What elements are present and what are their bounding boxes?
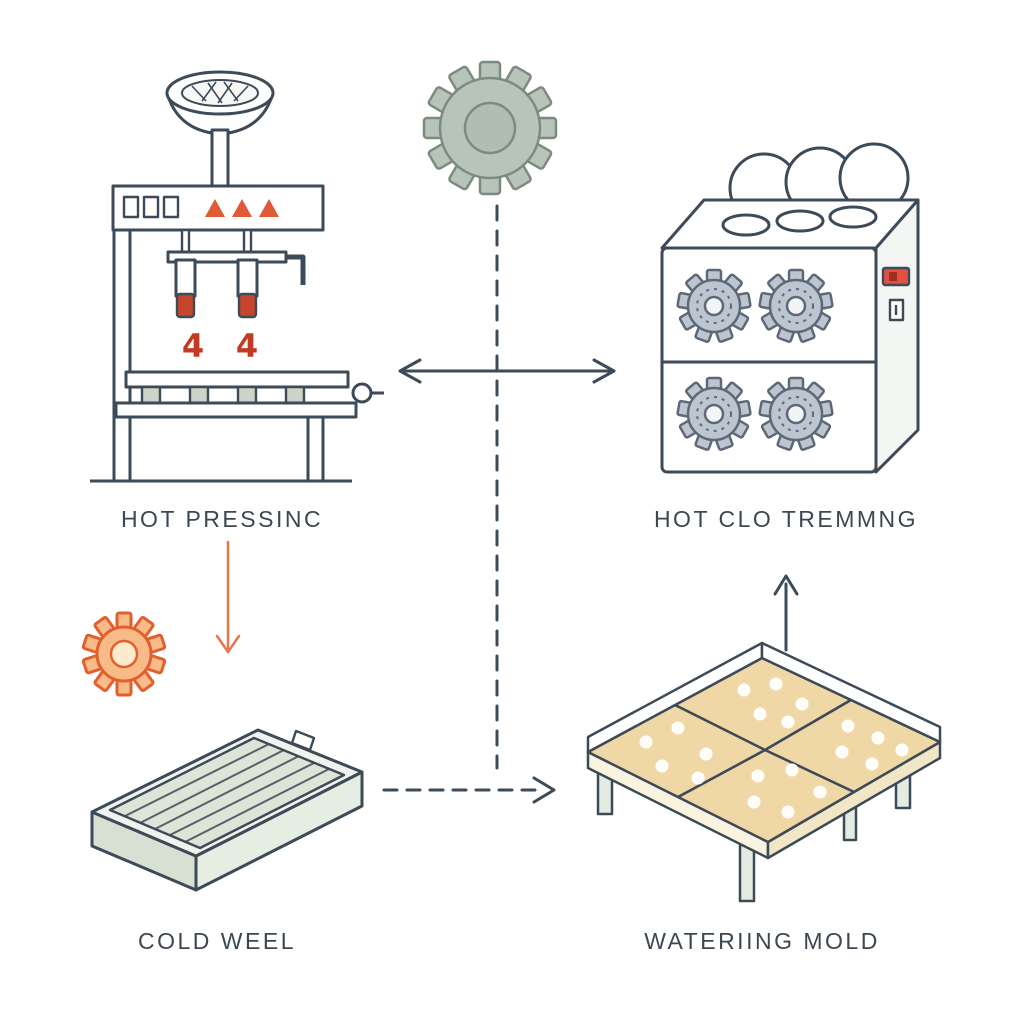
warning-triangle-icon bbox=[205, 199, 279, 217]
press-bed bbox=[90, 370, 384, 483]
hot-pressing-label: HOT PRESSINC bbox=[120, 506, 324, 532]
press-number-right: 4 bbox=[236, 327, 258, 365]
hot-press-machine: 4 4 bbox=[90, 70, 384, 483]
mold-tiles bbox=[586, 656, 942, 844]
cold-tray bbox=[90, 728, 364, 892]
top-disc-icon bbox=[721, 213, 771, 237]
orange-down-arrow bbox=[215, 540, 241, 654]
watering-mold-label: WATERIING MOLD bbox=[644, 928, 880, 954]
horizontal-double-arrow bbox=[398, 358, 616, 384]
hot-clo-tremming-label: HOT CLO TREMMNG bbox=[653, 506, 919, 532]
top-disc-icon bbox=[775, 209, 825, 233]
dashed-right-arrow bbox=[382, 776, 556, 804]
orange-gear-icon bbox=[81, 611, 167, 697]
cold-weel-label: COLD WEEL bbox=[138, 928, 296, 954]
side-latch-icon bbox=[888, 298, 905, 322]
top-disc-icon bbox=[828, 205, 878, 229]
mold-dots bbox=[639, 677, 909, 819]
tray-ribs bbox=[124, 743, 330, 843]
press-pistons bbox=[112, 228, 306, 483]
control-panel bbox=[111, 184, 325, 232]
funnel-icon bbox=[165, 70, 275, 190]
trimming-machine bbox=[660, 142, 920, 474]
gear-icon bbox=[422, 60, 558, 196]
red-button-icon bbox=[881, 266, 911, 287]
up-arrow bbox=[773, 574, 799, 652]
machine-side-face bbox=[874, 198, 920, 474]
watering-table bbox=[586, 641, 942, 903]
press-number-left: 4 bbox=[182, 327, 204, 365]
flow-connectors bbox=[215, 204, 799, 804]
table-back-rim bbox=[586, 641, 942, 754]
